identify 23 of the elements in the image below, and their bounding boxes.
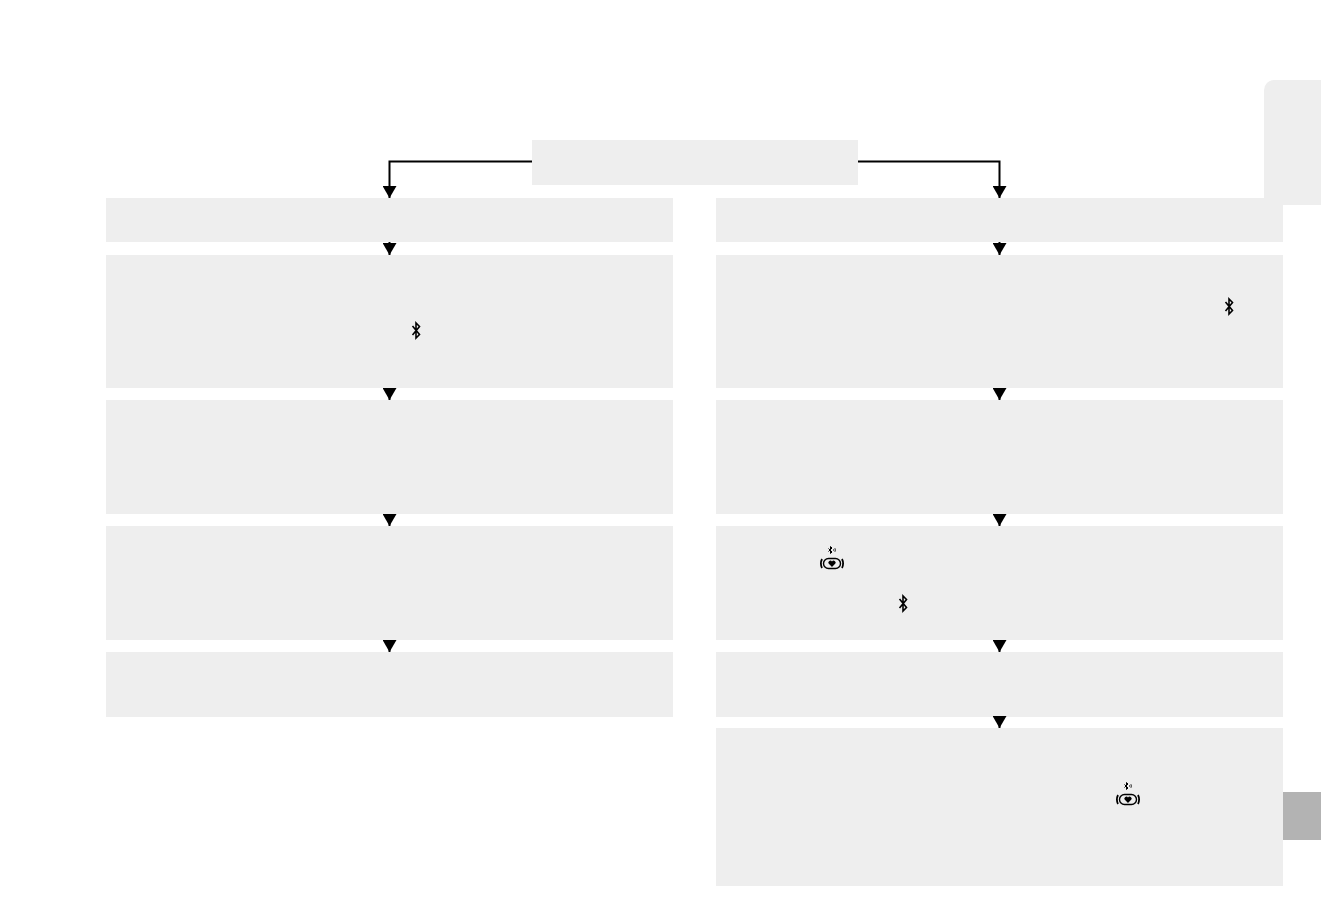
process-box <box>106 526 673 640</box>
arrow <box>382 160 533 199</box>
process-box <box>106 400 673 514</box>
process-box <box>106 255 673 388</box>
arrow <box>382 241 397 256</box>
process-box <box>716 526 1283 640</box>
arrow <box>992 241 1007 256</box>
process-box <box>716 400 1283 514</box>
arrow <box>992 387 1007 401</box>
arrow <box>992 513 1007 527</box>
process-box <box>532 140 858 185</box>
arrow <box>992 639 1007 653</box>
arrow <box>857 160 1007 199</box>
process-box <box>716 255 1283 388</box>
process-box <box>716 728 1283 886</box>
process-box <box>716 652 1283 717</box>
arrow <box>382 513 397 527</box>
arrow <box>992 716 1007 729</box>
arrow <box>382 639 397 653</box>
arrow <box>382 387 397 401</box>
process-box <box>106 652 673 717</box>
process-box <box>716 198 1283 242</box>
process-box <box>106 198 673 242</box>
